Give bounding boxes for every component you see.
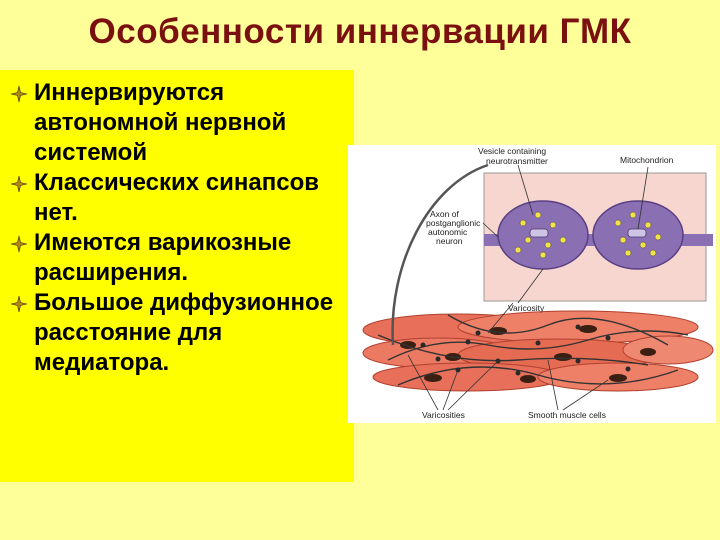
bullet-text: Большое диффузионное расстояние для меди…	[34, 289, 334, 376]
leader-lines	[407, 164, 649, 411]
smooth-muscle-label: Smooth muscle cells	[528, 410, 606, 420]
star-bullet-icon	[10, 85, 28, 103]
varicose-fibers	[377, 314, 689, 386]
axon-label-line2: postganglionic	[426, 218, 481, 228]
bullet-text: Иннервируются автономной нервной системо…	[34, 79, 287, 166]
varicosity-inset	[484, 200, 713, 270]
bullet-item: Иннервируются автономной нервной системо…	[0, 78, 354, 168]
bullet-text: Имеются варикозные расширения.	[34, 229, 292, 286]
vesicle-label: Vesicle containing	[478, 146, 546, 156]
bullet-text: Классических синапсов нет.	[34, 169, 319, 226]
mitochondrion	[529, 228, 549, 238]
bullet-item: Большое диффузионное расстояние для меди…	[0, 288, 354, 378]
star-bullet-icon	[10, 175, 28, 193]
vesicle-label-line2: neurotransmitter	[486, 156, 548, 166]
mitochondrion-label: Mitochondrion	[620, 155, 674, 165]
innervation-figure: Vesicle containing neurotransmitter Mito…	[348, 145, 716, 423]
varicosities-label: Varicosities	[422, 410, 465, 420]
axon-label-line4: neuron	[436, 236, 463, 246]
mitochondrion	[627, 228, 647, 238]
bullet-item: Имеются варикозные расширения.	[0, 228, 354, 288]
varicosity-label: Varicosity	[508, 303, 545, 313]
bullet-item: Классических синапсов нет.	[0, 168, 354, 228]
slide-title: Особенности иннервации ГМК	[88, 12, 632, 51]
smooth-muscle-cells	[362, 310, 714, 392]
bullet-list: Иннервируются автономной нервной системо…	[0, 70, 354, 378]
axon-label-line3: autonomic	[428, 227, 468, 237]
innervation-diagram: Vesicle containing neurotransmitter Mito…	[362, 146, 714, 420]
axon-label: Axon of	[430, 209, 459, 219]
bullet-panel: Иннервируются автономной нервной системо…	[0, 70, 354, 482]
axon-fiber	[391, 163, 489, 346]
star-bullet-icon	[10, 235, 28, 253]
star-bullet-icon	[10, 295, 28, 313]
